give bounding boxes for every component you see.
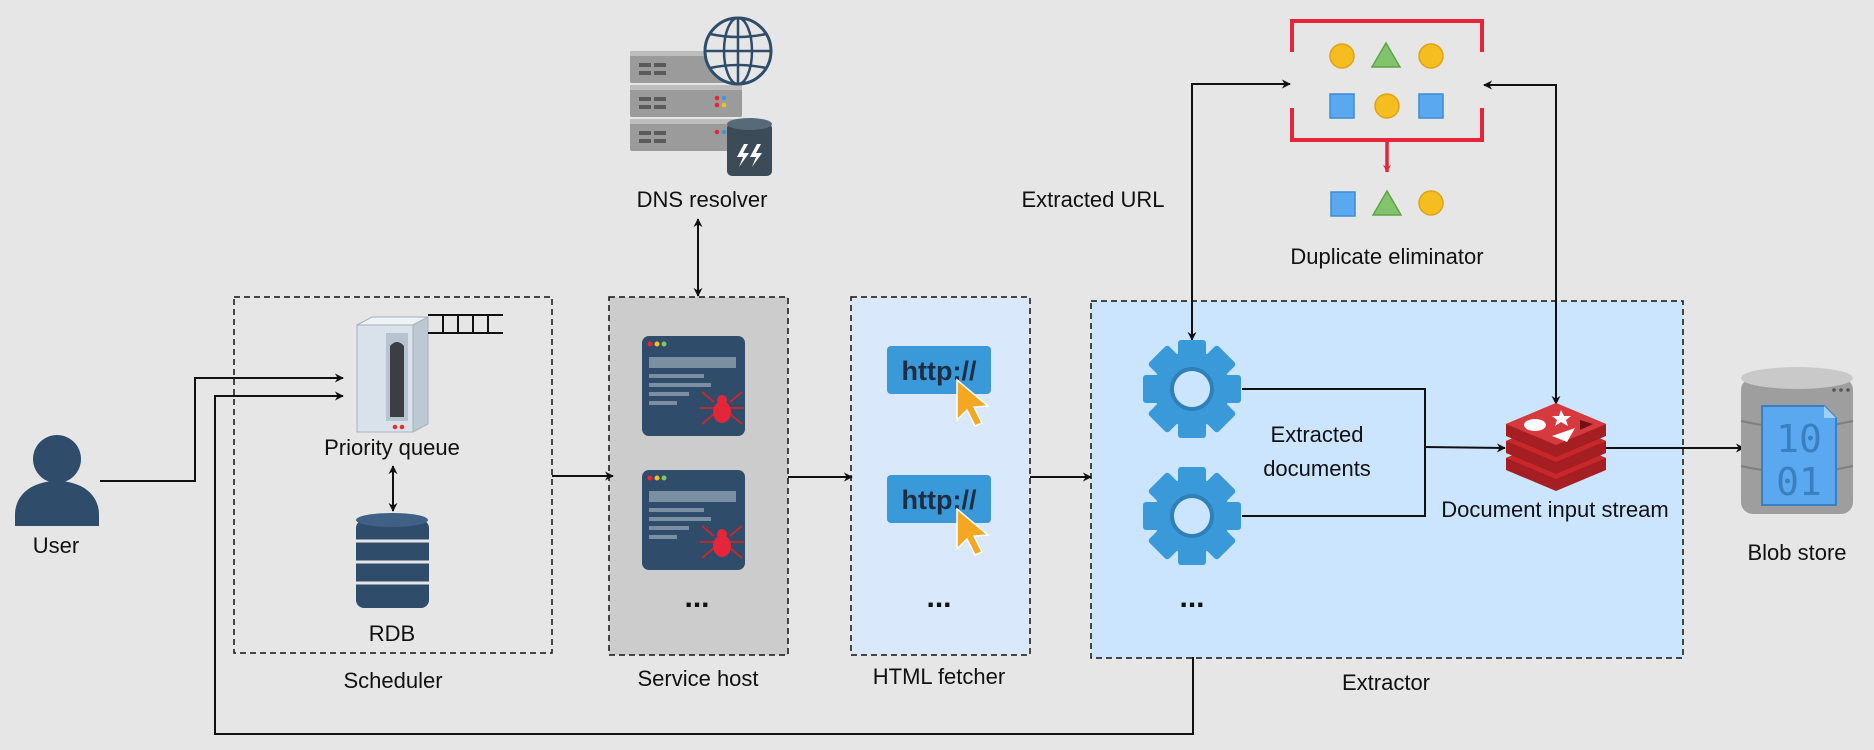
extracted-url-label: Extracted URL [1021,187,1164,212]
blob-store-label: Blob store [1747,540,1846,565]
extractor-feedback-arrow [214,391,1194,735]
document-input-stream-label: Document input stream [1441,497,1668,522]
duplicate-eliminator-label: Duplicate eliminator [1290,244,1483,269]
http-link-1-icon: http:// [887,346,991,427]
crawler-window-1-icon [642,336,745,436]
redis-stream-icon [1506,403,1606,491]
blob-bits-2: 01 [1776,460,1822,504]
spider-icon [700,525,744,559]
dns-database-icon [727,118,772,176]
queue-slots-icon [428,314,503,334]
user-label: User [33,533,79,558]
priority-queue-label: Priority queue [324,435,460,460]
spider-icon [700,391,744,425]
extracted-documents-label-line2: documents [1263,456,1371,481]
html-fetcher-label: HTML fetcher [873,664,1005,689]
user-icon [15,435,99,526]
extracted-documents-label-line1: Extracted [1271,422,1364,447]
dns-resolver-label: DNS resolver [637,187,768,212]
priority-queue-server-icon [356,316,429,433]
stream-dedup-arrow [1483,80,1561,405]
rdb-database-icon [356,513,429,608]
blob-store-icon: 10 01 [1740,367,1854,514]
gear1-to-stream-line [1242,388,1426,447]
extractor-label: Extractor [1342,670,1430,695]
user-to-queue-arrow [100,373,344,482]
duplicate-eliminator-icon [1290,19,1484,217]
globe-icon [703,16,773,86]
extracted-url-arrow [1187,79,1291,341]
gear-2-icon [1143,467,1241,565]
html-fetcher-ellipsis: ... [926,581,951,614]
crawler-window-2-icon [642,470,745,570]
gear-1-icon [1143,340,1241,438]
gear2-to-stream-line [1242,447,1426,517]
service-host-label: Service host [637,666,758,691]
http-2-text: http:// [902,485,977,515]
blob-bits-1: 10 [1776,417,1822,461]
scheduler-label: Scheduler [343,668,442,693]
http-1-text: http:// [902,356,977,386]
rdb-label: RDB [369,621,415,646]
http-link-2-icon: http:// [887,475,991,556]
extractor-ellipsis: ... [1179,581,1204,614]
service-host-ellipsis: ... [684,581,709,614]
documents-to-stream-arrow [1424,443,1506,453]
